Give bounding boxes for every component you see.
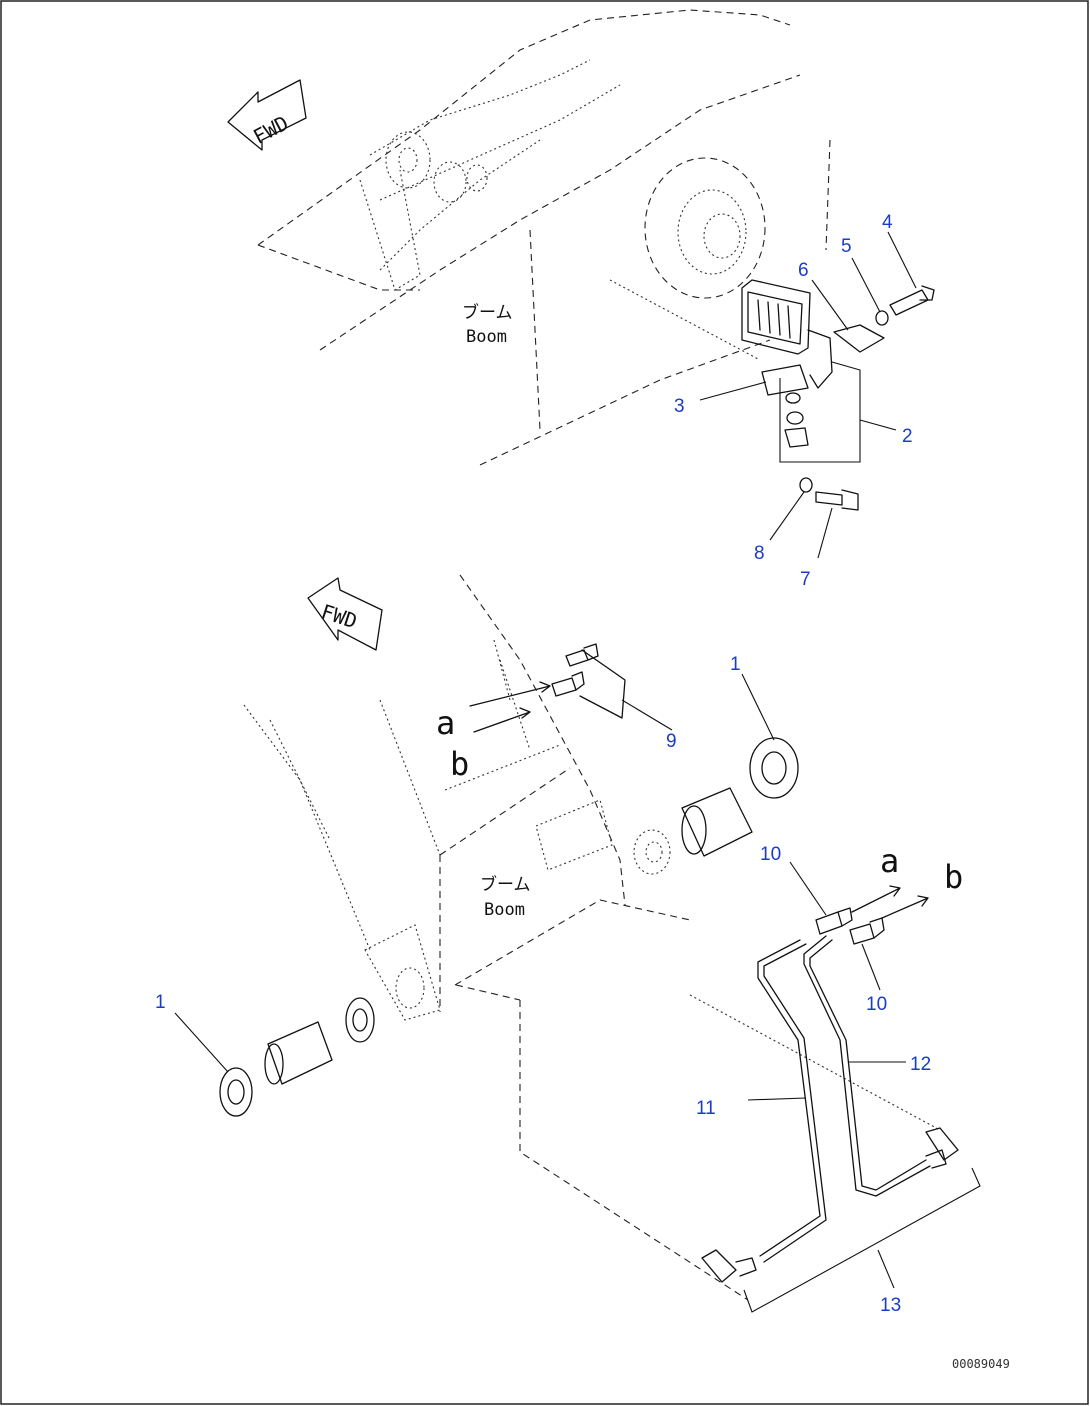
boom-label-upper-jp: ブーム [462,302,513,323]
flow-b-right: b [944,858,963,896]
work-lamp [741,279,833,389]
fwd-arrow-lower: FWD [307,577,383,651]
dust-seal-right [749,737,799,799]
elbow-fitting-upper [925,1127,959,1169]
boom-label-lower-en: Boom [484,900,525,920]
flow-a-left: a [436,704,455,742]
bracket [761,364,809,396]
part-number-8: 8 [754,543,765,564]
washer-8 [799,477,813,493]
fitting-10-b [849,917,885,945]
part-number-1-right: 1 [730,654,741,675]
part-number-11: 11 [696,1098,716,1119]
part-number-10-bottom: 10 [866,994,887,1015]
part-number-2: 2 [902,426,913,447]
fitting-10-a [815,907,853,935]
fwd-label-upper: FWD [249,111,292,149]
flow-b-left: b [450,745,469,783]
grease-tube-11 [757,939,821,1257]
part-number-3: 3 [674,396,685,417]
fwd-arrow-upper: FWD [227,79,307,151]
flow-a-right: a [880,842,899,880]
part-number-13: 13 [880,1295,901,1316]
drawing-code: 00089049 [952,1357,1010,1371]
part-number-9: 9 [666,731,677,752]
elbow-fitting-lower [701,1249,757,1283]
bolt-4 [889,285,935,316]
fwd-label-lower: FWD [318,599,360,633]
part-number-6: 6 [798,260,809,281]
grease-tube-12 [803,935,931,1197]
bolt-7 [815,489,859,511]
grease-fitting-9 [551,643,626,719]
part-number-7: 7 [800,569,811,590]
upper-boom-assembly: FWD ブーム Boom [227,9,935,590]
part-number-10-top: 10 [760,844,781,865]
dust-seal-left [219,1067,253,1117]
part-number-5: 5 [841,236,852,257]
part-number-1-left: 1 [155,992,166,1013]
boom-label-upper-en: Boom [466,327,507,347]
lower-boom-assembly: FWD ブーム Boom a b 9 [155,574,981,1316]
part-number-12: 12 [910,1054,931,1075]
part-number-4: 4 [882,212,893,233]
lamp-bracket-clamp [833,324,885,353]
boom-label-lower-jp: ブーム [480,874,531,895]
washer-5 [875,310,889,326]
